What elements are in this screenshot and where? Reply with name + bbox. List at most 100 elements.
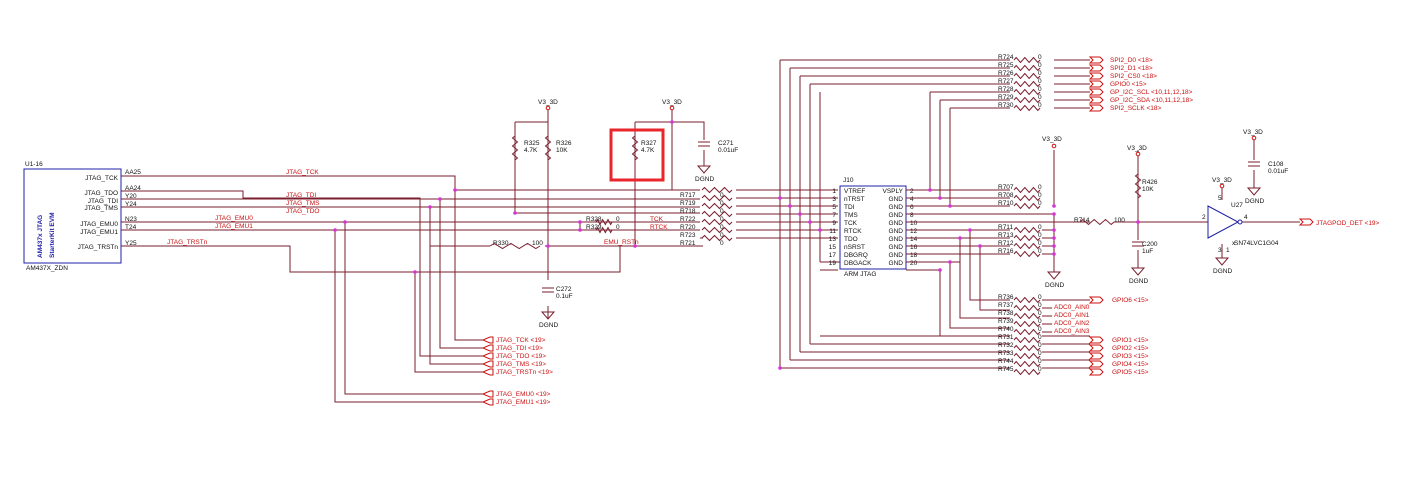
stub-extra bbox=[700, 237, 703, 247]
net-wire-emu0-route bbox=[345, 221, 700, 231]
j10-pin-number: 10 bbox=[910, 220, 918, 227]
offpage-arrow bbox=[1088, 368, 1104, 376]
resistor-ref: R719 bbox=[680, 200, 696, 207]
resistor-ref: R737 bbox=[998, 302, 1014, 309]
v33-label: V3_3D bbox=[1127, 145, 1147, 152]
resistor-value: 0 bbox=[720, 240, 724, 247]
resistor-symbol bbox=[1013, 64, 1041, 72]
j10-pin-signal: nSRST bbox=[844, 244, 865, 251]
v33-label: V3_3D bbox=[1042, 136, 1062, 143]
j10-pin-number: 12 bbox=[910, 228, 918, 235]
u1-ball: AA24 bbox=[125, 185, 141, 192]
resistor-ref: R728 bbox=[998, 86, 1014, 93]
resistor-ref: R722 bbox=[680, 216, 696, 223]
capacitor-symbol bbox=[698, 141, 710, 147]
junction-dot bbox=[633, 244, 637, 248]
left-wiring bbox=[121, 108, 705, 403]
resistor-symbol bbox=[1013, 320, 1041, 328]
j10-ref: J10 bbox=[843, 177, 854, 184]
offpage-arrow bbox=[1088, 104, 1104, 112]
junction-dot bbox=[948, 260, 952, 264]
j10-pin-number: 18 bbox=[910, 252, 918, 259]
offpage-net-label: JTAG_TCK <19> bbox=[496, 337, 546, 344]
j10-pin-number: 5 bbox=[832, 204, 836, 211]
u1-pin-name: JTAG_TDI bbox=[88, 198, 118, 205]
resistor-value: 0 bbox=[1038, 310, 1042, 317]
power-pin bbox=[1135, 151, 1141, 157]
offpage-net-label: GPIO0 <15> bbox=[1110, 81, 1147, 88]
j10-pin-signal: TDI bbox=[844, 204, 855, 211]
adc-outs bbox=[1042, 307, 1052, 333]
u27-part: SN74LVC1G04 bbox=[1234, 240, 1279, 247]
net-wire-tdo bbox=[121, 190, 483, 357]
j10-pin-signal: GND bbox=[889, 204, 904, 211]
junction-dot bbox=[788, 204, 792, 208]
net-label-trstn: JTAG_TRSTn bbox=[167, 239, 208, 246]
net-label: ADC0_AIN0 bbox=[1054, 304, 1090, 311]
net-wire-emu1 bbox=[121, 229, 483, 403]
resistor-symbol bbox=[1013, 360, 1041, 368]
c271-top bbox=[672, 121, 705, 140]
j10-pin-number: 6 bbox=[910, 204, 914, 211]
u1-pin-name: JTAG_TMS bbox=[85, 205, 119, 212]
net-label-tdi: JTAG_TDI bbox=[286, 192, 316, 199]
resistor-value: 0 bbox=[1038, 240, 1042, 247]
j10-pin-number: 11 bbox=[829, 228, 836, 235]
resistor-ref: R731 bbox=[998, 334, 1014, 341]
junction-dot bbox=[938, 268, 942, 272]
j10-pin-signal: GND bbox=[889, 236, 904, 243]
ground-symbol bbox=[540, 311, 556, 320]
j10-pin-number: 15 bbox=[829, 244, 837, 251]
offpage-arrow bbox=[481, 344, 494, 352]
resistor-symbol bbox=[1013, 344, 1041, 352]
r426-value: 10K bbox=[1142, 186, 1154, 193]
resistor-symbol bbox=[595, 218, 613, 226]
u1-pin-name: JTAG_TDO bbox=[85, 190, 118, 197]
resistor-symbol bbox=[1013, 202, 1041, 210]
j10-pin-number: 3 bbox=[832, 196, 836, 203]
r325-ref: R325 bbox=[524, 140, 540, 147]
u1-ball: Y20 bbox=[125, 193, 137, 200]
r326-value: 10K bbox=[556, 147, 568, 154]
offpage-net-label: SPI2_D1 <18> bbox=[1110, 65, 1153, 72]
resistor-symbol bbox=[701, 234, 733, 242]
offpage-net-label: GPIO5 <15> bbox=[1112, 369, 1149, 376]
offpage-arrow bbox=[481, 336, 494, 344]
offpage-arrow bbox=[1088, 64, 1104, 72]
ground-label: DGND bbox=[1245, 198, 1264, 205]
j10-pin-signal: TCK bbox=[844, 220, 858, 227]
resistor-ref: R727 bbox=[998, 78, 1014, 85]
resistor-value: 0 bbox=[1038, 350, 1042, 357]
j10-pin-signal: GND bbox=[889, 244, 904, 251]
offpage-net-label: JTAG_TMS <19> bbox=[496, 361, 546, 368]
j10-pin-number: 1 bbox=[832, 188, 836, 195]
ground-label: DGND bbox=[695, 176, 714, 183]
offpage-arrow bbox=[1088, 96, 1104, 104]
j10-pin-signal: VSPLY bbox=[883, 188, 904, 195]
offpage-net-label: GPIO4 <15> bbox=[1112, 361, 1149, 368]
resistor-value: 0 bbox=[1038, 70, 1042, 77]
junction-dot bbox=[928, 188, 932, 192]
offpage-net-label: SPI2_D0 <18> bbox=[1110, 57, 1153, 64]
resistor-value: 0 bbox=[720, 232, 724, 239]
junction-dots bbox=[333, 120, 1140, 370]
u27-nc-mark: x bbox=[1232, 240, 1236, 247]
r328-ref: R328 bbox=[586, 216, 602, 223]
r329-value: 0 bbox=[616, 224, 620, 231]
j10-pin-number: 2 bbox=[910, 188, 914, 195]
resistor-ref: R733 bbox=[998, 350, 1014, 357]
power-pin bbox=[1251, 135, 1257, 141]
resistor-ref: R711 bbox=[998, 224, 1013, 231]
resistor-ref: R707 bbox=[998, 184, 1014, 191]
j10-pin-signal: TDO bbox=[844, 236, 858, 243]
resistor-symbol bbox=[631, 135, 639, 161]
u1-ball: T24 bbox=[125, 224, 137, 231]
offpage-arrow bbox=[481, 368, 494, 376]
j10-pin-signal: GND bbox=[889, 252, 904, 259]
j10-pin-signal: TMS bbox=[844, 212, 858, 219]
resistor-symbol bbox=[511, 135, 519, 161]
u27-ref: U27 bbox=[1231, 202, 1243, 209]
j10-pin-signal: DBGRQ bbox=[844, 252, 868, 259]
resistor-ref: R718 bbox=[680, 208, 696, 215]
